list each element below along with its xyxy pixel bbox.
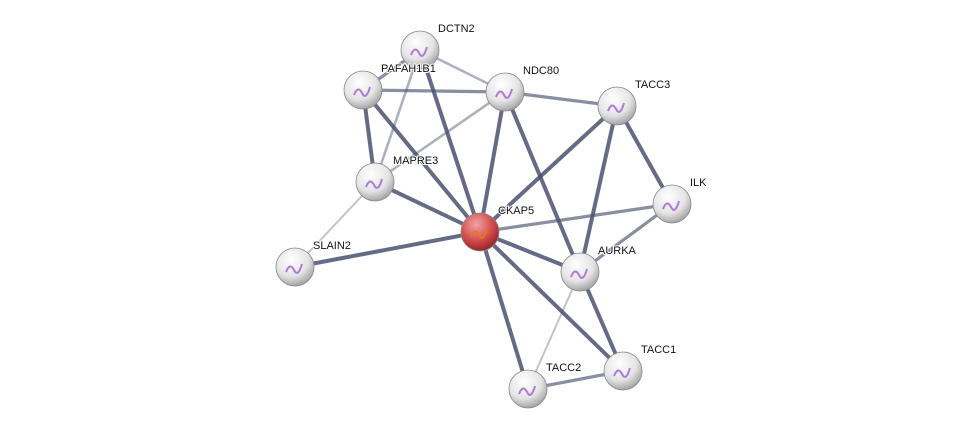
protein-structure-icon xyxy=(353,86,371,97)
node-bubble[interactable] xyxy=(508,369,548,409)
protein-structure-icon xyxy=(662,200,680,211)
node-label: TACC1 xyxy=(641,344,676,356)
protein-structure-icon xyxy=(470,228,488,239)
edge-pafah1b1-ndc80[interactable] xyxy=(362,88,506,94)
node-ilk[interactable]: ILK xyxy=(652,176,708,224)
edge-slain2-ckap5[interactable] xyxy=(294,230,481,269)
edge-ckap5-tacc1[interactable] xyxy=(478,230,625,373)
node-tacc3[interactable]: TACC3 xyxy=(597,78,671,126)
node-bubble[interactable] xyxy=(400,30,440,70)
edge-ilk-ckap5[interactable] xyxy=(479,202,673,234)
node-ndc80[interactable]: NDC80 xyxy=(485,64,560,112)
node-bubble[interactable] xyxy=(460,212,500,252)
edge-ndc80-aurka[interactable] xyxy=(503,91,582,273)
edge-aurka-tacc2[interactable] xyxy=(527,271,581,390)
node-mapre3[interactable]: MAPRE3 xyxy=(355,154,439,202)
node-label: NDC80 xyxy=(523,65,559,77)
node-ckap5[interactable]: CKAP5 xyxy=(460,204,535,252)
edge-ckap5-tacc2[interactable] xyxy=(478,231,530,390)
node-dctn2[interactable]: DCTN2 xyxy=(400,22,476,70)
protein-structure-icon xyxy=(365,178,383,189)
protein-structure-icon xyxy=(607,102,625,113)
node-label: SLAIN2 xyxy=(313,240,351,252)
node-label: ILK xyxy=(690,177,707,189)
node-bubble[interactable] xyxy=(485,72,525,112)
protein-structure-icon xyxy=(570,268,588,279)
node-bubble[interactable] xyxy=(343,70,383,110)
edge-dctn2-ckap5[interactable] xyxy=(418,49,482,233)
protein-structure-icon xyxy=(410,46,428,57)
node-label: TACC3 xyxy=(635,79,670,91)
node-label: AURKA xyxy=(598,245,637,257)
node-pafah1b1[interactable]: PAFAH1B1 xyxy=(343,62,437,110)
node-label: TACC2 xyxy=(546,362,581,374)
node-bubble[interactable] xyxy=(275,247,315,287)
edge-tacc3-aurka[interactable] xyxy=(578,105,619,273)
node-label: PAFAH1B1 xyxy=(381,63,436,75)
node-aurka[interactable]: AURKA xyxy=(560,244,638,292)
node-bubble[interactable] xyxy=(560,252,600,292)
node-tacc1[interactable]: TACC1 xyxy=(603,343,677,391)
node-bubble[interactable] xyxy=(355,162,395,202)
edge-tacc3-ckap5[interactable] xyxy=(478,104,619,234)
protein-structure-icon xyxy=(495,88,513,99)
node-label: DCTN2 xyxy=(438,23,475,35)
node-tacc2[interactable]: TACC2 xyxy=(508,361,582,409)
protein-structure-icon xyxy=(613,367,631,378)
edge-ndc80-ckap5[interactable] xyxy=(478,91,507,233)
edge-ndc80-mapre3[interactable] xyxy=(374,90,506,184)
protein-structure-icon xyxy=(285,263,303,274)
node-label: MAPRE3 xyxy=(393,155,438,167)
protein-structure-icon xyxy=(518,385,536,396)
node-bubble[interactable] xyxy=(603,351,643,391)
node-bubble[interactable] xyxy=(597,86,637,126)
edge-pafah1b1-ckap5[interactable] xyxy=(361,88,482,234)
node-slain2[interactable]: SLAIN2 xyxy=(275,239,352,287)
node-bubble[interactable] xyxy=(652,184,692,224)
edge-mapre3-slain2[interactable] xyxy=(294,181,376,268)
node-label: CKAP5 xyxy=(498,205,534,217)
edge-dctn2-mapre3[interactable] xyxy=(373,49,422,183)
